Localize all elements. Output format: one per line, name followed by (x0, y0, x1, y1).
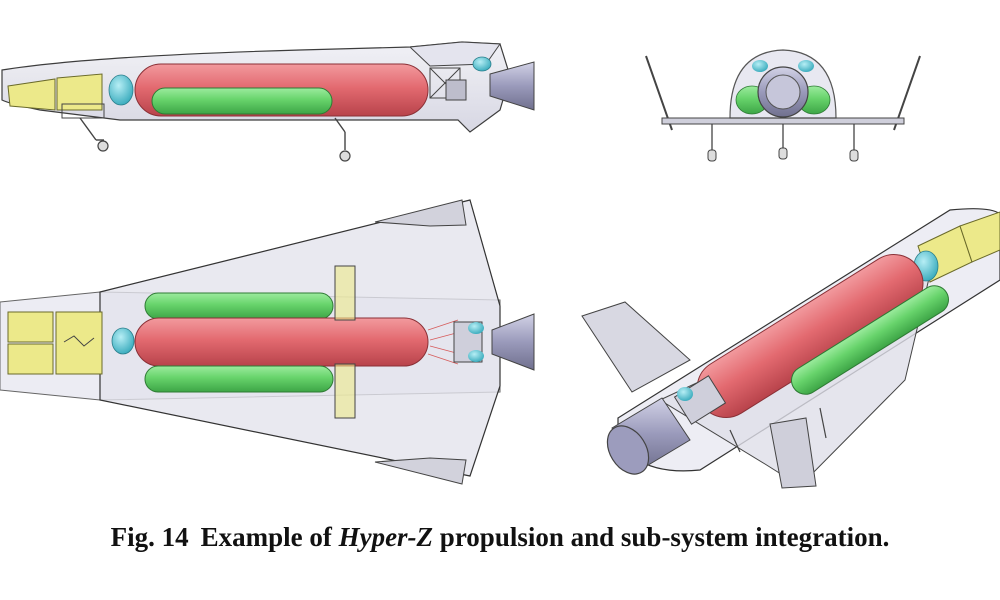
top-payload-bay-3 (55, 311, 103, 375)
rear-wing (661, 117, 905, 125)
side-engine-mount (429, 67, 467, 101)
iso-lower-oxidizer-tank (791, 285, 949, 395)
rear-left-wheel (707, 149, 717, 162)
top-lower-oxidizer-tank (144, 365, 334, 393)
top-upper-gear-bay (334, 265, 356, 321)
iso-upper-fin (581, 301, 691, 393)
isometric-view (581, 208, 1000, 489)
side-nozzle (489, 61, 535, 111)
figure-caption: Fig. 14 Example of Hyper-Z propulsion and… (0, 522, 1000, 553)
iso-engine-mount (673, 375, 727, 425)
side-main-gear (334, 117, 346, 150)
top-lower-fin (374, 457, 467, 485)
rear-right-wheel (849, 149, 859, 162)
caption-text-post: propulsion and sub-system integration. (433, 522, 890, 552)
rear-view (645, 49, 921, 162)
hyper-z-figure (0, 41, 1000, 489)
side-equipment-box (61, 103, 105, 119)
top-payload-bay-2 (7, 343, 54, 375)
rear-right-helium (798, 60, 814, 72)
side-nose-wheel (97, 140, 109, 152)
side-main-wheel (339, 150, 351, 162)
rear-landing-gear (711, 124, 855, 152)
top-lower-gear-bay (334, 363, 356, 419)
top-upper-fin (374, 199, 467, 227)
rear-nozzle-throat (765, 74, 801, 110)
top-nozzle (491, 313, 535, 371)
side-helium-sphere (108, 74, 134, 106)
caption-vehicle-name: Hyper-Z (338, 522, 434, 552)
side-nose-gear (79, 117, 104, 141)
side-turbopump (472, 56, 492, 72)
top-payload-mechanism (63, 335, 95, 347)
top-fuel-tank (134, 317, 429, 367)
top-upper-oxidizer-tank (144, 292, 334, 320)
top-view (0, 199, 535, 485)
iso-turbopump (677, 387, 693, 401)
side-payload-bay-front (7, 78, 56, 111)
side-view (1, 41, 535, 162)
top-upper-turbopump (468, 322, 484, 334)
caption-text-pre: Example of (200, 522, 339, 552)
iso-lower-fin (769, 417, 817, 489)
iso-nozzle-exit (606, 425, 650, 475)
side-payload-bay-rear (56, 73, 103, 111)
iso-landing-gear (729, 407, 827, 453)
figure-label: Fig. 14 (110, 522, 189, 552)
iso-payload-bay-2 (959, 211, 1000, 263)
top-payload-bay-1 (7, 311, 54, 343)
rear-center-wheel (778, 147, 788, 160)
rear-left-helium (752, 60, 768, 72)
top-helium-sphere (111, 327, 135, 355)
side-oxidizer-tank (151, 87, 333, 115)
top-lower-turbopump (468, 350, 484, 362)
